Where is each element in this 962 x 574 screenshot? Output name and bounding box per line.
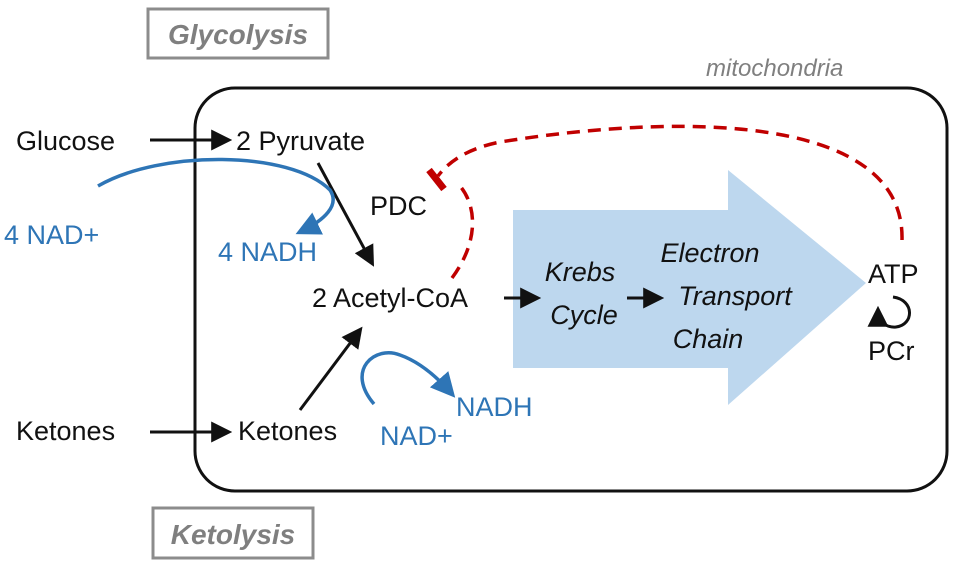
nad-label: NAD+ <box>380 421 453 451</box>
etc-line2: Transport <box>678 281 793 311</box>
ketones-outside-node: Ketones <box>16 416 115 446</box>
pcr-node: PCr <box>868 336 915 366</box>
nad-to-nadh-glycolysis-arrow <box>97 157 335 235</box>
pdc-inhibition-bar <box>426 167 447 192</box>
nad-to-nadh-ketolysis-arrow <box>360 351 456 406</box>
nadh-4-label: 4 NADH <box>218 237 317 267</box>
atp-node: ATP <box>868 259 919 289</box>
pyruvate-to-acetylcoa-arrow <box>316 162 374 267</box>
ketones-to-acetylcoa-arrow <box>298 326 363 411</box>
mitochondria-label: mitochondria <box>706 55 843 82</box>
atp-inhibits-pdc-line <box>436 124 904 241</box>
krebs-cycle-line2: Cycle <box>550 300 618 330</box>
acetyl-coa-node: 2 Acetyl-CoA <box>312 283 468 313</box>
pyruvate-node: 2 Pyruvate <box>236 126 365 156</box>
nadh-label: NADH <box>456 392 533 422</box>
ketolysis-box <box>151 506 315 560</box>
glycolysis-box <box>146 7 330 60</box>
etc-line1: Electron <box>660 238 759 268</box>
acetylcoa-inhibits-pdc-line <box>450 184 475 280</box>
pdc-node: PDC <box>370 191 427 221</box>
ketolysis-label: Ketolysis <box>171 519 296 550</box>
energy-pathway-arrow <box>513 170 866 405</box>
glucose-node: Glucose <box>16 126 115 156</box>
nad-4-label: 4 NAD+ <box>4 220 99 250</box>
ketones-inside-node: Ketones <box>238 416 337 446</box>
glycolysis-label: Glycolysis <box>168 19 308 50</box>
mitochondria-compartment <box>193 86 949 493</box>
etc-line3: Chain <box>673 324 744 354</box>
atp-pcr-cycle-arrow <box>867 295 911 329</box>
krebs-cycle-line1: Krebs <box>545 257 616 287</box>
